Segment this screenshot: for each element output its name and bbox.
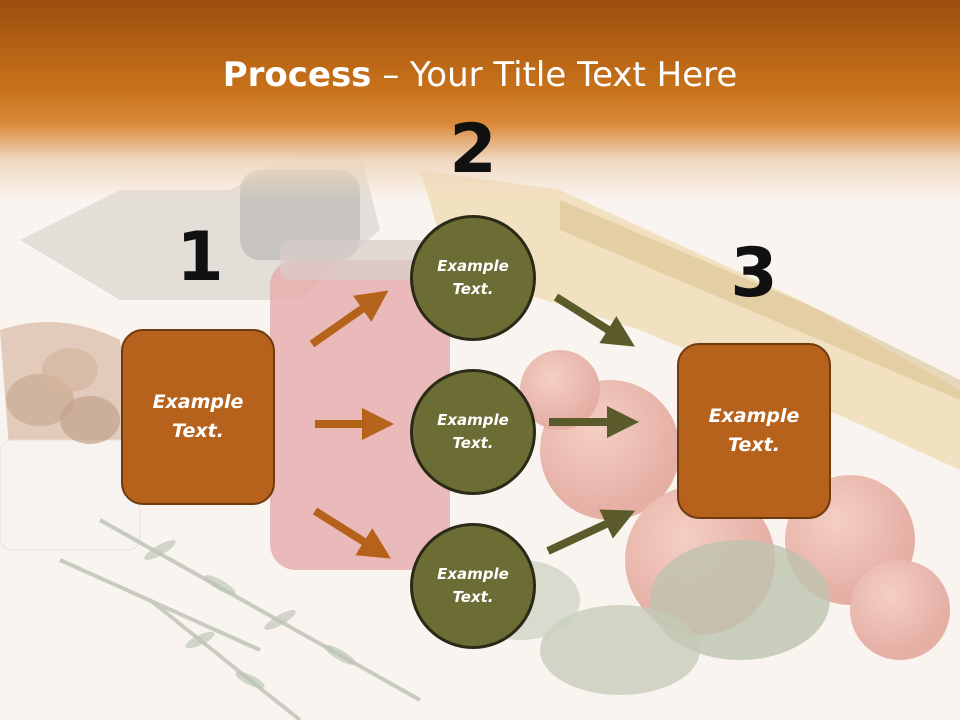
step-number-1: 1 bbox=[176, 218, 224, 297]
process-circle-middle[interactable]: Example Text. bbox=[410, 369, 536, 495]
process-circle-top-text: Example Text. bbox=[437, 257, 509, 298]
header-bar bbox=[0, 0, 960, 200]
process-box-right[interactable]: Example Text. bbox=[677, 343, 831, 519]
title-rest: – Your Title Text Here bbox=[371, 55, 738, 95]
process-box-left[interactable]: Example Text. bbox=[121, 329, 275, 505]
process-circle-middle-text: Example Text. bbox=[437, 411, 509, 452]
process-box-left-text: Example Text. bbox=[152, 391, 244, 442]
process-circle-bottom[interactable]: Example Text. bbox=[410, 523, 536, 649]
process-box-right-text: Example Text. bbox=[708, 405, 800, 456]
step-number-3: 3 bbox=[730, 234, 778, 313]
step-number-2: 2 bbox=[449, 110, 497, 189]
title-bold: Process bbox=[222, 55, 372, 95]
slide-title: Process – Your Title Text Here bbox=[0, 52, 960, 98]
process-circle-top[interactable]: Example Text. bbox=[410, 215, 536, 341]
process-circle-bottom-text: Example Text. bbox=[437, 565, 509, 606]
